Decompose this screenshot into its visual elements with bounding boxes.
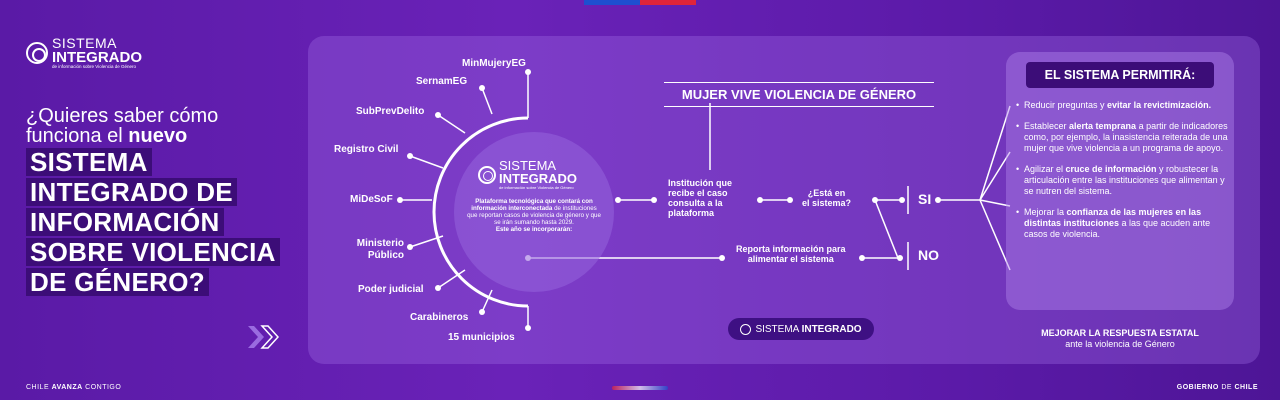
si-label: SI xyxy=(918,191,932,207)
logo-symbol-icon xyxy=(740,323,752,335)
benefits-list: Reducir preguntas y evitar la revictimiz… xyxy=(1016,100,1228,250)
intro-question: ¿Quieres saber cómo funciona el nuevo xyxy=(26,105,219,147)
list-item: Mejorar la confianza de las mujeres en l… xyxy=(1016,207,1228,240)
logo-line3: de información sobre Violencia de Género xyxy=(52,64,136,69)
inst-registro-civil: Registro Civil xyxy=(334,144,399,155)
logo-symbol-icon xyxy=(26,41,48,64)
inst-sernameg: SernamEG xyxy=(416,76,468,87)
next-chevron-icon[interactable] xyxy=(244,322,288,352)
inst-carabineros: Carabineros xyxy=(410,312,469,323)
inst-municipios: 15 municipios xyxy=(448,332,515,343)
top-flag-bar xyxy=(584,0,696,5)
no-label: NO xyxy=(918,247,939,263)
mujer-vive-violencia-heading: MUJER VIVE VIOLENCIA DE GÉNERO xyxy=(664,82,934,107)
inst-subprevdelito: SubPrevDelito xyxy=(356,106,425,117)
list-item: Agilizar el cruce de información y robus… xyxy=(1016,164,1228,197)
footer-gobierno: GOBIERNO DE CHILE xyxy=(1176,384,1258,391)
footer-flag-strip xyxy=(612,386,668,390)
inst-midesof: MiDeSoF xyxy=(350,194,393,205)
inst-ministerio-publico: Ministerio Público xyxy=(356,238,404,261)
logo-line2: INTEGRADO xyxy=(52,49,142,66)
list-item: Establecer alerta temprana a partir de i… xyxy=(1016,121,1228,154)
title-line: INFORMACIÓN xyxy=(26,208,224,236)
mejorar-respuesta: MEJORAR LA RESPUESTA ESTATAL ante la vio… xyxy=(1041,328,1199,349)
logo-line1: SISTEMA xyxy=(52,35,117,51)
title-line: SOBRE VIOLENCIA xyxy=(26,238,280,266)
logo-symbol-icon xyxy=(478,166,496,184)
sistema-integrado-logo: SISTEMA INTEGRADO de información sobre V… xyxy=(26,36,142,70)
footer-chile-avanza: CHILE AVANZA CONTIGO xyxy=(26,384,122,391)
inst-poder-judicial: Poder judicial xyxy=(358,284,424,295)
list-item: Reducir preguntas y evitar la revictimiz… xyxy=(1016,100,1228,111)
main-title: SISTEMA INTEGRADO DE INFORMACIÓN SOBRE V… xyxy=(26,148,280,298)
sistema-integrado-pill: SISTEMA INTEGRADO xyxy=(728,318,874,340)
institution-step: Institución que recibe el caso consulta … xyxy=(668,178,732,218)
title-line: INTEGRADO DE xyxy=(26,178,237,206)
reporta-step: Reporta información para alimentar el si… xyxy=(736,244,846,264)
platform-circle xyxy=(454,132,614,292)
platform-description: Plataforma tecnológica que contará con i… xyxy=(467,198,601,233)
esta-en-sistema-step: ¿Está en el sistema? xyxy=(802,188,852,208)
inst-minmujer: MinMujeryEG xyxy=(462,58,526,69)
title-line: DE GÉNERO? xyxy=(26,268,209,296)
benefits-title: EL SISTEMA PERMITIRÁ: xyxy=(1026,62,1214,88)
platform-logo: SISTEMA INTEGRADO de información sobre V… xyxy=(478,159,577,190)
title-line: SISTEMA xyxy=(26,148,152,176)
